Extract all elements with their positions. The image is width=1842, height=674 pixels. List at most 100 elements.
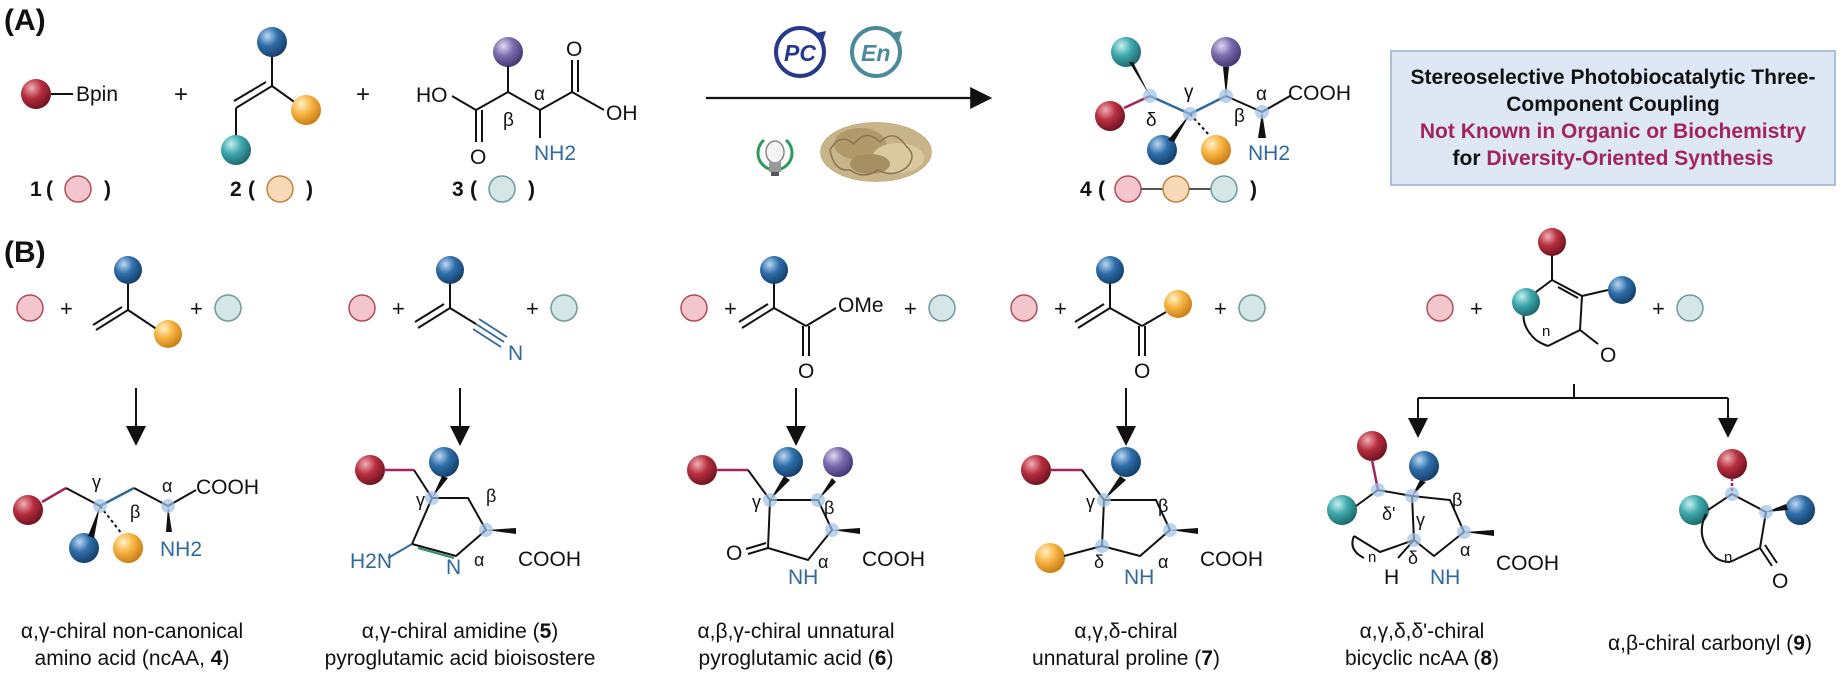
panel-b-label: (B) — [4, 236, 46, 269]
gamma-label: γ — [1416, 510, 1425, 530]
info-line-4-emphasis: Diversity-Oriented Synthesis — [1486, 147, 1774, 170]
teal-swatch — [488, 175, 516, 203]
o-label: O — [470, 146, 486, 169]
blue-sphere — [773, 447, 803, 477]
caption-text: α,β-chiral carbonyl ( — [1608, 632, 1794, 655]
alpha-label: α — [1460, 540, 1470, 560]
caption-line-1: α,γ,δ,δ'-chiral — [1359, 620, 1485, 643]
gamma-label: γ — [416, 490, 425, 510]
blue-sphere — [1608, 276, 1636, 304]
orange-sphere — [113, 533, 143, 563]
nh2-label: NH2 — [534, 142, 576, 165]
compound-number: 4 — [210, 647, 223, 670]
caption-line-2: amino acid (ncAA, 4) — [0, 645, 282, 672]
red-sphere — [21, 79, 51, 109]
info-box: Stereoselective Photobiocatalytic Three-… — [1390, 50, 1836, 186]
cooh-label: COOH — [1200, 548, 1263, 571]
caption-product-9: α,β-chiral carbonyl (9) — [1580, 630, 1840, 657]
purple-sphere — [1211, 37, 1241, 67]
enzyme-structure-image — [820, 122, 932, 182]
reaction-4-reagents: + O + — [1010, 256, 1266, 383]
caption-line-2: pyroglutamic acid (6) — [646, 645, 946, 672]
cooh-label: COOH — [862, 548, 925, 571]
caption-product-5: α,γ-chiral amidine (5) pyroglutamic acid… — [310, 618, 610, 672]
orange-swatch — [266, 175, 294, 203]
red-swatch — [64, 175, 92, 203]
paren-open: ( — [470, 178, 477, 201]
compound-number: 3 — [452, 178, 464, 201]
info-line-2: Component Coupling — [1506, 93, 1720, 116]
product-bicyclic-8: δ' γ β δ α n H NH COOH — [1327, 431, 1559, 589]
plus-sign: + — [1652, 296, 1665, 321]
caption-product-7: α,γ,δ-chiral unnatural proline (7) — [976, 618, 1276, 672]
red-sphere — [13, 495, 43, 525]
carbonyl-o-label: O — [1134, 360, 1150, 383]
carbonyl-o-label: O — [1600, 344, 1616, 367]
teal-swatch — [1676, 294, 1704, 322]
compound-4: δ γ β α COOH NH2 — [1095, 37, 1351, 165]
product-proline-7: γ β δ α NH COOH — [1021, 447, 1263, 589]
carbonyl-o-label: O — [726, 542, 742, 565]
blue-sphere — [114, 256, 142, 284]
h-label: H — [1384, 566, 1399, 589]
compound-number: 1 — [30, 178, 42, 201]
nh2-label: NH2 — [1248, 142, 1290, 165]
red-sphere — [1357, 431, 1387, 461]
carbonyl-o-label: O — [1772, 570, 1788, 593]
ring-size-n: n — [1542, 323, 1550, 340]
label-3: 3 ( ) — [452, 175, 535, 203]
caption-text: ) — [551, 620, 559, 643]
red-swatch — [680, 294, 708, 322]
ring-size-n: n — [1368, 549, 1376, 566]
teal-sphere — [1679, 495, 1709, 525]
blue-sphere — [1409, 451, 1439, 481]
caption-line-2: pyroglutamic acid bioisostere — [324, 647, 596, 670]
orange-sphere — [1201, 135, 1231, 165]
plus-sign: + — [526, 296, 539, 321]
alpha-label: α — [1256, 84, 1267, 105]
nh-label: NH — [1430, 566, 1460, 589]
caption-text: amino acid (ncAA, — [34, 647, 211, 670]
nh-label: NH — [788, 566, 818, 589]
compound-number: 2 — [230, 178, 242, 201]
beta-label: β — [1234, 106, 1245, 127]
beta-label: β — [1452, 490, 1462, 510]
cooh-label: COOH — [1496, 552, 1559, 575]
beta-label: β — [1158, 496, 1168, 516]
caption-line-2: bicyclic ncAA (8) — [1272, 645, 1572, 672]
plus-sign: + — [356, 81, 370, 108]
paren-close: ) — [528, 178, 535, 201]
ring-size-n: n — [1724, 549, 1732, 566]
caption-text: ) — [222, 647, 230, 670]
caption-line-1: α,β-chiral carbonyl (9) — [1580, 630, 1840, 657]
plus-sign: + — [1054, 296, 1067, 321]
nh2-label: NH2 — [160, 538, 202, 561]
teal-sphere — [221, 135, 251, 165]
caption-line-2: unnatural proline (7) — [976, 645, 1276, 672]
blue-sphere — [1147, 135, 1177, 165]
gamma-label: γ — [752, 492, 761, 512]
oh-label: OH — [606, 102, 638, 125]
purple-sphere — [493, 37, 523, 67]
plus-sign: + — [60, 296, 73, 321]
cooh-label: COOH — [196, 476, 259, 499]
caption-line-1: α,γ-chiral amidine (5) — [310, 618, 610, 645]
delta-prime-label: δ' — [1382, 504, 1395, 524]
paren-close: ) — [104, 178, 111, 201]
teal-swatch — [550, 294, 578, 322]
purple-sphere — [823, 447, 853, 477]
enzyme-icon: En — [850, 26, 902, 78]
cooh-label: COOH — [518, 548, 581, 571]
red-sphere — [1717, 449, 1747, 479]
reaction-5-reagents: + n O + — [1426, 228, 1704, 367]
gamma-label: γ — [1184, 82, 1194, 103]
label-1: 1 ( ) — [30, 175, 111, 203]
beta-label: β — [486, 486, 496, 506]
plus-sign: + — [1214, 296, 1227, 321]
red-swatch — [16, 294, 44, 322]
red-swatch — [1426, 294, 1454, 322]
alpha-label: α — [1158, 552, 1168, 572]
orange-sphere — [154, 320, 182, 348]
branch-arrows — [1408, 384, 1738, 438]
